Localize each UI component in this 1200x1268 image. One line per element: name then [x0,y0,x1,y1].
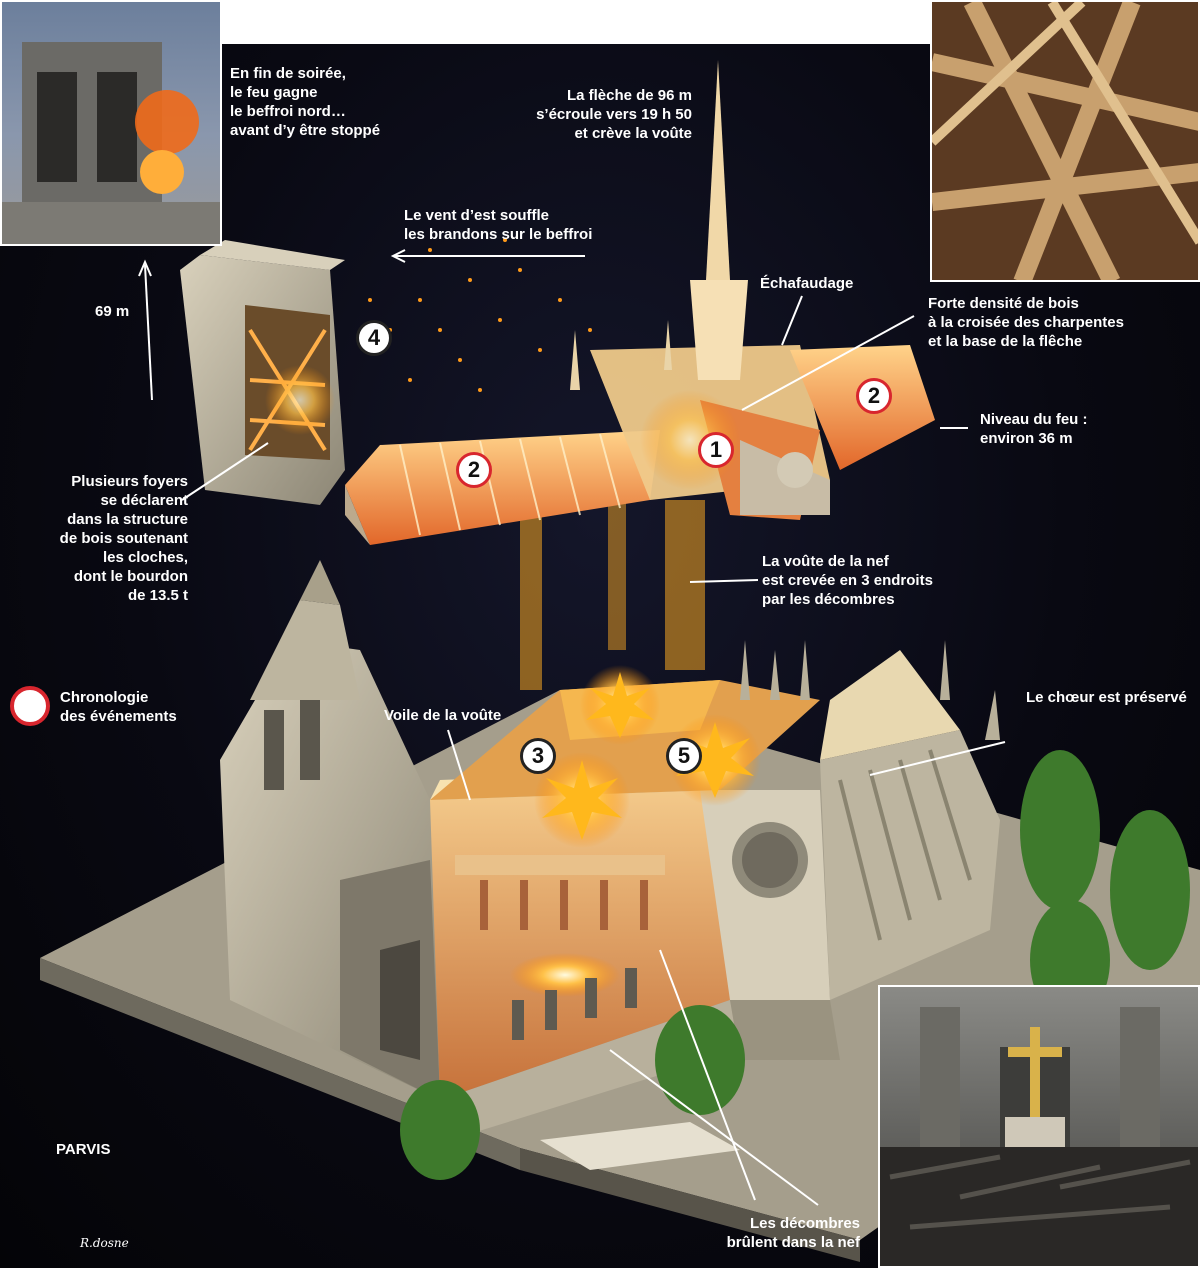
nave-debris-cross-photo [878,985,1200,1268]
vault-burst-3 [534,752,630,848]
label-scaffolding: Échafaudage [760,275,854,292]
marker-4: 4 [356,320,392,356]
label-chronology: Chronologie des événements [60,689,177,725]
label-vault-pierced: La voûte de la nef est crevée en 3 endro… [762,553,933,608]
arrows [138,249,1006,1206]
label-belfry-fires: Plusieurs foyers se déclarent dans la st… [59,473,188,604]
label-vault-veil: Voile de la voûte [384,707,502,724]
label-choir-preserved: Le chœur est préservé [1026,689,1187,706]
timber-photo-art [932,2,1198,280]
label-parvis: PARVIS [56,1141,111,1158]
label-height-69m: 69 m [95,303,130,320]
wind-embers [368,238,592,392]
marker-2-nave: 2 [456,452,492,488]
label-belfry-reached: En fin de soirée, le feu gagne le beffro… [230,65,381,139]
timber-frame-photo [930,0,1200,282]
trees [400,750,1190,1180]
burning-belfry-photo [0,0,222,246]
belfry-photo-art [2,42,220,244]
vault-burst-top [580,665,660,745]
marker-1: 1 [698,432,734,468]
marker-2-choir: 2 [856,378,892,414]
artist-signature: R.dosne [80,1236,129,1250]
label-east-wind: Le vent d’est souffle les brandons sur l… [404,207,593,243]
falling-debris [520,500,705,690]
upper-structure [180,60,935,545]
nave-photo-art [880,1007,1198,1266]
marker-3: 3 [520,738,556,774]
chronology-legend-marker [10,686,50,726]
vault-burst-5 [669,714,761,806]
label-fire-level: Niveau du feu : environ 36 m [980,411,1088,447]
marker-5: 5 [666,738,702,774]
label-debris-burning: Les décombres brûlent dans la nef [726,1215,860,1251]
label-wood-density: Forte densité de bois à la croisée des c… [928,295,1124,350]
label-spire-collapse: La flèche de 96 m s’écroule vers 19 h 50… [536,87,692,142]
